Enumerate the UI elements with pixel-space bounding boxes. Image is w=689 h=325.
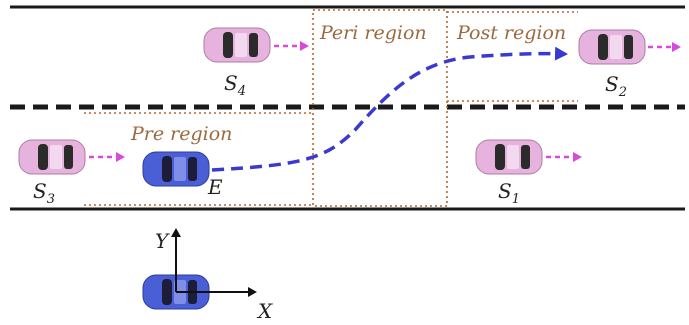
vehicle-s1-label: S1 xyxy=(498,179,520,207)
car-icon xyxy=(475,139,543,175)
y-axis-label: Y xyxy=(155,229,170,253)
car-icon xyxy=(142,151,210,187)
car-icon xyxy=(203,27,271,63)
car-icon xyxy=(18,139,86,175)
pre-region-label: Pre region xyxy=(130,123,232,145)
vehicle-s1: S1 xyxy=(475,139,582,207)
vehicle-s2-base: S xyxy=(605,72,619,96)
vehicle-s4-label: S4 xyxy=(224,71,246,99)
vehicle-s3-base: S xyxy=(33,179,47,203)
vehicle-s4: S4 xyxy=(203,27,309,99)
coordinate-frame: Y X xyxy=(142,228,273,323)
peri-region-label: Peri region xyxy=(319,22,427,44)
vehicle-ego-label: E xyxy=(207,175,223,199)
vehicle-s4-sub: 4 xyxy=(237,84,246,99)
vehicle-s3-label: S3 xyxy=(33,179,55,207)
vehicle-ego: E xyxy=(142,151,223,199)
vehicle-s1-base: S xyxy=(498,179,512,203)
vehicle-s1-sub: 1 xyxy=(512,192,520,207)
x-axis-label: X xyxy=(256,299,273,323)
peri-region-box xyxy=(312,9,448,207)
vehicle-s2-label: S2 xyxy=(605,72,627,100)
vehicle-s3-sub: 3 xyxy=(47,192,55,207)
car-icon xyxy=(578,29,646,65)
vehicle-s2-sub: 2 xyxy=(618,85,627,100)
vehicle-s4-base: S xyxy=(224,71,238,95)
vehicle-s2: S2 xyxy=(578,29,681,100)
vehicle-s3: S3 xyxy=(18,139,125,207)
post-region-label: Post region xyxy=(456,22,566,44)
